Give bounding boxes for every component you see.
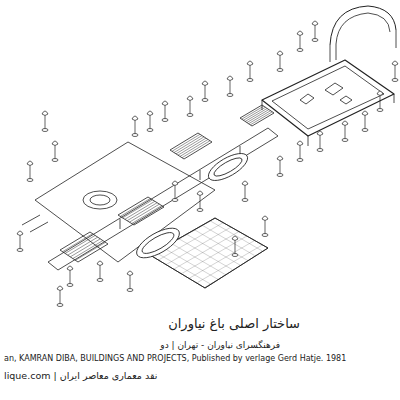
tree [277,51,283,72]
tree [172,181,178,202]
tree [242,181,248,202]
tree [57,286,63,307]
caption-note: lique.com | نقد معماری معاصر ایران [4,370,157,381]
oval-pool-water [139,229,176,257]
caption-note: فرهنگسرای نیاوران - تهران | دو [160,340,280,350]
stair-tread [176,137,204,154]
tree [232,236,238,257]
tree [147,111,153,132]
tree [312,21,318,42]
tree [42,111,48,132]
tree [342,121,348,142]
fountain [83,191,117,209]
tree [262,216,268,237]
tree [17,231,23,252]
walkway [48,128,278,270]
side-path [22,215,48,232]
tree [227,76,233,97]
tree [197,191,203,212]
tree [202,81,208,102]
pool-walls [262,94,394,146]
tree [97,261,103,282]
main-pool-water [272,66,384,129]
stair-tread [73,241,103,259]
tree [317,131,323,152]
tree [362,111,368,132]
stair-tread [180,139,208,156]
tree [132,116,138,137]
stair [60,232,108,262]
stair-tread [132,206,162,224]
walkway-ends [48,128,278,270]
tree [247,61,253,82]
stair-tread [129,204,159,222]
tree [277,156,283,177]
stair-tread [123,200,153,218]
stair-tread [174,136,202,153]
stair [240,105,274,126]
stair-tread [178,138,206,155]
arch [330,6,396,45]
tree [392,61,398,82]
tree [377,91,383,112]
stair-tread [172,134,200,151]
tree [52,141,58,162]
stair-tread [182,141,210,158]
tree [297,141,303,162]
stair-tread [250,112,272,125]
tree [67,266,73,287]
trees [17,21,398,307]
stair-tread [75,242,105,260]
caption-note: an, KAMRAN DIBA, BUILDINGS AND PROJECTS,… [4,354,346,363]
stair-tread [125,201,155,219]
stair [118,197,164,225]
arch-inner [336,13,390,44]
fountain-basin [90,195,110,205]
tree [27,161,33,182]
arch-columns [330,30,396,62]
main-pool [262,60,394,136]
tree [187,96,193,117]
stair-treads [63,106,273,260]
bridge-piers [120,146,240,229]
tree [127,271,133,292]
oval-pool [204,148,251,186]
stair-tread [120,198,150,216]
oval-pool [132,222,184,263]
pool-features [300,83,352,104]
stair-tread [127,203,157,221]
tree [162,101,168,122]
stair-tread [249,111,271,124]
stair [170,133,212,159]
oval-pool-water [212,155,245,180]
tree [297,31,303,52]
caption-title: ساختار اصلی باغ نیاوران [168,316,300,331]
